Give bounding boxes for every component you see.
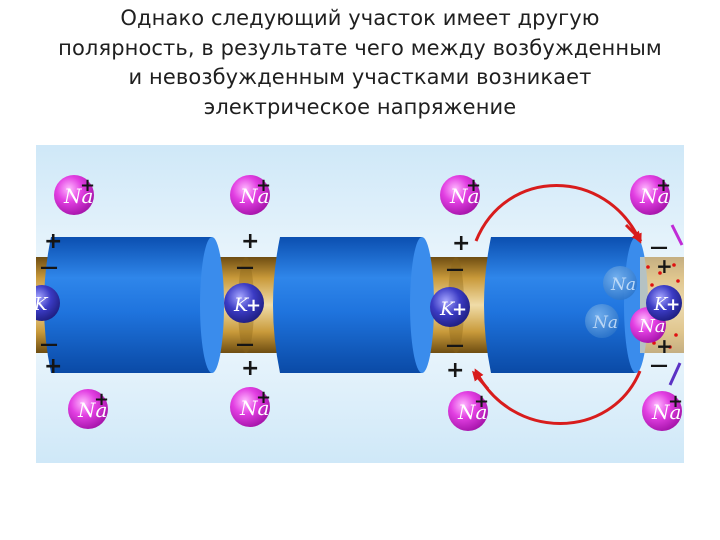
svg-text:+: + [94, 389, 109, 410]
myelin-segment-1 [44, 237, 224, 373]
svg-text:+: + [466, 175, 481, 196]
plus-sign: + [656, 254, 673, 278]
svg-text:+: + [666, 295, 680, 315]
axon-diagram: + + — — + + — — + + — — — + + — Na + Na … [36, 145, 684, 463]
svg-text:Na: Na [610, 275, 636, 295]
svg-text:K: K [233, 294, 250, 316]
svg-text:+: + [256, 175, 271, 196]
sodium-ion: Na + [230, 175, 271, 215]
svg-text:Na: Na [639, 184, 669, 208]
minus-sign: — [446, 335, 464, 356]
plus-sign: + [241, 229, 259, 254]
svg-text:Na: Na [651, 400, 681, 424]
svg-text:+: + [246, 295, 261, 316]
svg-text:Na: Na [449, 184, 479, 208]
plus-sign: + [452, 231, 470, 256]
sodium-ion: Na + [230, 387, 271, 427]
current-arrow-top [474, 184, 642, 244]
minus-sign: — [40, 257, 58, 278]
minus-sign: — [236, 257, 254, 278]
svg-text:K: K [36, 294, 49, 315]
plus-sign: + [241, 356, 259, 381]
potassium-ion: K + [224, 283, 264, 323]
current-arrow-bottom-tip [472, 370, 490, 390]
sodium-ion: Na + [68, 389, 109, 429]
svg-text:Na: Na [638, 316, 665, 337]
svg-text:+: + [656, 175, 671, 196]
slide-title: Однако следующий участок имеет другую по… [0, 0, 720, 122]
svg-text:Na: Na [63, 184, 93, 208]
current-arrow-top-tip [624, 223, 643, 242]
plus-sign: + [44, 229, 62, 254]
svg-text:Na: Na [592, 313, 618, 333]
title-line-3: и невозбужденным участками возникает [128, 65, 592, 89]
ion-flow-arrow-top [670, 224, 684, 246]
svg-text:Na: Na [77, 398, 107, 422]
minus-sign: — [40, 334, 58, 355]
plus-sign: + [656, 334, 673, 358]
plus-sign: + [44, 354, 62, 379]
sodium-ion: Na + [440, 175, 481, 215]
svg-text:+: + [80, 175, 95, 196]
myelin-segment-2 [273, 237, 434, 373]
title-line-4: электрическое напряжение [203, 94, 517, 119]
minus-sign: — [650, 355, 668, 376]
svg-text:Na: Na [239, 184, 269, 208]
svg-text:+: + [668, 391, 683, 412]
minus-sign: — [236, 334, 254, 355]
current-arrow-bottom [474, 368, 642, 425]
title-line-2: полярность, в результате чего между возб… [58, 35, 662, 60]
plus-sign: + [446, 358, 464, 383]
charge-signs: + + — — + + — — + + — — — + + — [40, 229, 673, 383]
sodium-ion-faded: Na [603, 266, 637, 300]
svg-text:Na: Na [457, 400, 487, 424]
svg-text:Na: Na [239, 396, 269, 420]
myelin-segment-3 [484, 237, 648, 373]
svg-text:K: K [439, 298, 456, 320]
sodium-ion: Na + [54, 175, 95, 215]
svg-text:+: + [256, 387, 271, 408]
minus-sign: — [446, 259, 464, 280]
potassium-ion: K + [646, 285, 682, 321]
minus-sign: — [650, 237, 668, 258]
title-line-1: Однако следующий участок имеет другую [120, 6, 600, 30]
svg-text:+: + [474, 391, 489, 412]
sodium-ion-faded: Na [585, 304, 619, 338]
potassium-ion: K + [430, 287, 470, 327]
svg-text:+: + [452, 299, 467, 320]
sodium-ion: Na + [630, 175, 671, 215]
potassium-ion: K [36, 285, 60, 321]
sodium-ion: Na + [642, 391, 683, 431]
ion-flow-arrow-bottom [668, 362, 682, 386]
svg-text:K: K [653, 294, 669, 315]
sodium-ion: Na + [448, 391, 489, 431]
